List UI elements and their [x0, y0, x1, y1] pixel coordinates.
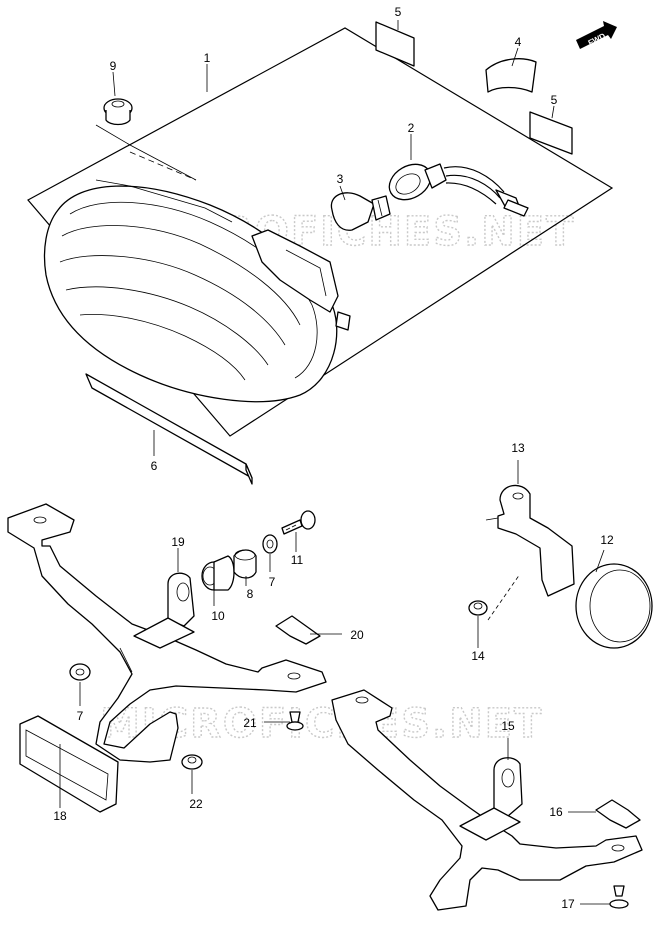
bulb [330, 192, 391, 231]
callout-4: 4 [515, 35, 522, 49]
reflector-bracket [485, 484, 575, 597]
screw-small [286, 711, 304, 731]
callout-10: 10 [211, 609, 225, 623]
washer-lower [69, 663, 91, 681]
callout-labels: 1 2 3 4 5 5 6 9 19 10 8 7 11 20 21 22 7 … [53, 5, 614, 911]
leader-lines [59, 20, 610, 905]
callout-14: 14 [471, 649, 485, 663]
pad-top [375, 21, 415, 67]
license-plate-bracket-right [331, 689, 643, 911]
screw [281, 510, 316, 535]
nut [181, 754, 203, 770]
callout-19: 19 [171, 535, 185, 549]
callout-1: 1 [204, 51, 211, 65]
callout-8: 8 [247, 587, 254, 601]
callout-18: 18 [53, 809, 67, 823]
callout-5-top: 5 [395, 5, 402, 19]
callout-15: 15 [501, 719, 515, 733]
license-plate-bracket-left [7, 503, 327, 763]
callout-3: 3 [337, 172, 344, 186]
leader-9-dashed [129, 151, 197, 181]
callout-9: 9 [110, 59, 117, 73]
pad-right [529, 111, 573, 155]
callout-13: 13 [511, 441, 525, 455]
callout-12: 12 [600, 533, 614, 547]
callout-7-upper: 7 [269, 575, 276, 589]
callout-21: 21 [243, 716, 257, 730]
rubber-grommet [201, 555, 235, 591]
callout-2: 2 [408, 121, 415, 135]
washer-upper [262, 534, 278, 554]
side-reflector-round [575, 563, 653, 649]
leader-9-box [95, 124, 197, 181]
grommet [103, 98, 133, 126]
nut-14 [468, 600, 488, 616]
screw-lower [609, 885, 629, 909]
callout-17: 17 [561, 897, 575, 911]
callout-5-right: 5 [551, 93, 558, 107]
clip-nut-lower [595, 799, 641, 829]
tail-lamp-housing [43, 179, 351, 403]
rear-reflector [19, 715, 119, 813]
lens-cover-piece [485, 58, 537, 93]
clip-nut-upper [275, 615, 321, 645]
callout-20: 20 [350, 628, 364, 642]
forward-arrow-icon: FWD [576, 21, 617, 49]
callout-22: 22 [189, 797, 203, 811]
callout-6: 6 [151, 459, 158, 473]
callout-7-lower: 7 [77, 709, 84, 723]
collar [233, 549, 257, 579]
callout-16: 16 [549, 805, 563, 819]
bulb-socket-with-harness [388, 163, 529, 217]
callout-11: 11 [291, 553, 304, 567]
